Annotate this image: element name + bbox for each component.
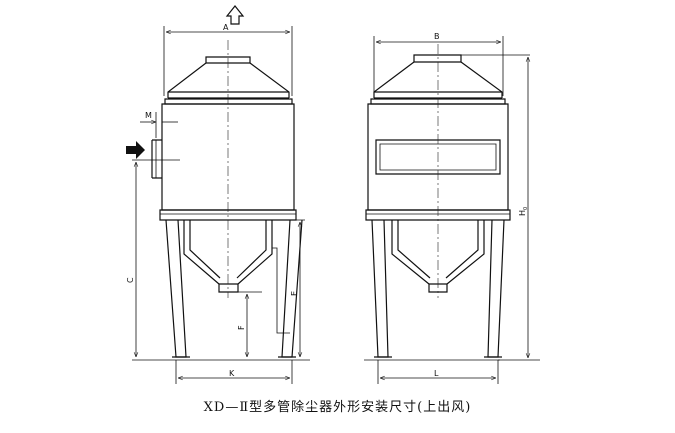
front-right-leg (487, 219, 505, 358)
front-lower-flange (365, 209, 511, 221)
dim-label-M: M (145, 111, 152, 120)
inspection-window (375, 139, 501, 175)
dim-label-C: C (126, 277, 135, 283)
dim-label-K: K (229, 369, 235, 378)
front-dust-outlet (428, 283, 448, 293)
svg-text:H: H (518, 210, 527, 216)
dim-label-E: E (290, 291, 299, 296)
drawing-caption: XD—Ⅱ型多管除尘器外形安装尺寸(上出风) (203, 400, 472, 415)
left-leg (165, 219, 187, 358)
svg-text:0: 0 (523, 207, 529, 210)
front-view: B H 0 L (364, 32, 540, 384)
outlet-arrow-icon (225, 5, 245, 25)
front-dust-hopper (391, 220, 485, 285)
inlet-duct (151, 139, 162, 179)
dim-label-F: F (237, 325, 246, 330)
dim-label-L: L (434, 369, 439, 378)
dust-hopper (183, 220, 273, 285)
side-view: A M C E F K (126, 5, 310, 384)
dim-label-H0: H 0 (518, 207, 529, 216)
front-left-leg (371, 219, 389, 358)
dim-label-B: B (434, 32, 440, 41)
dust-outlet (218, 283, 239, 293)
inlet-arrow-icon (126, 141, 145, 159)
dim-label-A: A (223, 23, 229, 32)
roof-cone (167, 62, 290, 98)
right-leg (281, 219, 303, 358)
upper-flange (164, 98, 293, 105)
front-outlet-cap (413, 54, 462, 63)
